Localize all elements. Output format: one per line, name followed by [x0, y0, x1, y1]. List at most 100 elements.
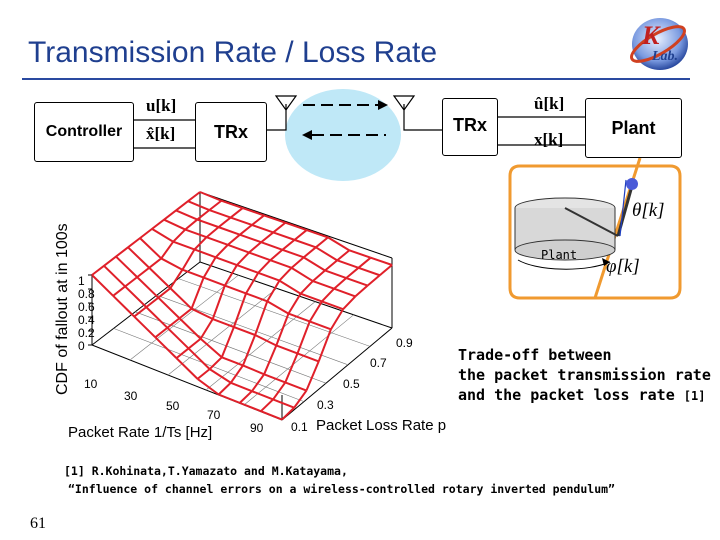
surface-mesh-segment [166, 317, 181, 329]
surface-mesh-segment [278, 267, 293, 282]
surface-mesh-segment [236, 251, 250, 266]
plant-block: Plant [585, 98, 682, 158]
surface-mesh-segment [285, 221, 307, 232]
surface-mesh-segment [324, 259, 338, 272]
surface-mesh-segment [136, 276, 160, 299]
x-tick: 90 [250, 421, 264, 435]
surface-mesh-segment [184, 228, 207, 239]
surface-mesh-segment [242, 364, 265, 376]
surface-mesh-segment [287, 293, 302, 315]
surface-mesh-segment [233, 326, 256, 336]
surface-mesh-segment [209, 368, 232, 384]
surface-mesh-segment [263, 214, 286, 224]
surface-mesh-segment [236, 264, 259, 274]
surface-mesh-segment [260, 410, 283, 421]
surface-mesh-segment [300, 292, 323, 303]
signal-xhat-label: x̂[k] [146, 124, 176, 143]
y-axis-label: Packet Loss Rate p [316, 417, 447, 434]
surface-mesh-segment [336, 259, 359, 269]
surface-mesh-segment [227, 243, 250, 254]
surface-mesh-segment [127, 246, 150, 269]
z-axis-label: CDF of fallout at in 100s [54, 223, 71, 395]
tradeoff-line-1: Trade-off between [458, 346, 612, 364]
surface-mesh-segment [112, 285, 126, 297]
surface-mesh-segment [303, 256, 326, 272]
surface-mesh-segment [260, 231, 274, 244]
surface-mesh-segment [103, 255, 117, 267]
surface-mesh-segment [221, 199, 243, 210]
surface-mesh-segment [154, 326, 169, 339]
surface-mesh-segment [309, 320, 332, 331]
reference-line-1: [1] R.Kohinata,T.Yamazato and M.Katayama… [64, 464, 348, 478]
surface-mesh-segment [284, 381, 307, 392]
x-tick: 50 [166, 399, 180, 413]
surface-mesh-segment [208, 209, 231, 219]
surface-mesh-segment [163, 209, 177, 221]
surface-mesh-segment [251, 224, 274, 234]
x-tick: 30 [124, 389, 138, 403]
surface-mesh-segment [160, 241, 175, 260]
surface-mesh-segment [202, 256, 217, 279]
surface-mesh-segment [187, 191, 201, 203]
surface-mesh-segment [349, 249, 371, 259]
surface-mesh-segment [175, 200, 189, 212]
surface-mesh-segment [275, 313, 290, 346]
surface-mesh-segment [223, 264, 238, 287]
y-tick: 0.9 [396, 336, 413, 350]
surface-mesh-segment [224, 284, 247, 295]
surface-mesh-segment [260, 398, 274, 412]
title-underline [22, 78, 690, 80]
surface-mesh-segment [296, 321, 311, 354]
surface-mesh-segment [293, 229, 308, 241]
surface-mesh-segment [124, 285, 147, 308]
surface-mesh-segment [139, 228, 153, 239]
surface-mesh-segment [245, 272, 260, 294]
surface-mesh-segment [345, 277, 368, 287]
surface-mesh-segment [272, 381, 287, 400]
surface-mesh-segment [324, 269, 347, 279]
surface-mesh-segment [193, 236, 208, 251]
surface-mesh-segment [145, 306, 169, 329]
surface-mesh-segment [239, 401, 262, 413]
surface-mesh-segment [196, 218, 219, 229]
x-tick: 10 [84, 377, 98, 391]
surface-mesh-segment [315, 246, 338, 262]
y-tick: 0.7 [370, 356, 387, 370]
x-axis-label: Packet Rate 1/Ts [Hz] [68, 424, 213, 441]
surface-mesh-segment [218, 393, 241, 404]
surface-mesh-segment [91, 274, 114, 297]
surface-mesh-segment [191, 307, 214, 320]
surface-mesh-segment [229, 364, 244, 384]
surface-mesh-segment [354, 284, 369, 298]
surface-mesh-segment [208, 356, 223, 370]
tradeoff-citation: [1] [683, 389, 706, 403]
controller-block: Controller [34, 102, 134, 162]
tradeoff-line-3: and the packet loss rate [458, 386, 675, 404]
surface-mesh-segment [196, 378, 220, 396]
surface-mesh-segment [269, 249, 284, 261]
surface-mesh-segment [358, 266, 381, 277]
surface-mesh-segment [263, 345, 278, 375]
trx-left-label: TRx [213, 121, 248, 142]
tradeoff-note: Trade-off between the packet transmissio… [458, 345, 711, 406]
surface-mesh-segment [230, 216, 253, 226]
surface-mesh-segment [175, 347, 190, 359]
surface-mesh-segment [242, 207, 265, 217]
surface-mesh-segment [297, 352, 320, 363]
surface-mesh-segment [184, 218, 198, 231]
surface-mesh-segment [208, 199, 222, 211]
surface-mesh-segment [291, 267, 314, 282]
surface-mesh-segment [342, 295, 357, 310]
y-tick: 0.5 [343, 377, 360, 391]
surface-mesh-segment [239, 233, 262, 244]
surface-mesh-segment [91, 264, 105, 276]
surface-mesh-segment [306, 229, 329, 239]
surface-mesh-segment [330, 308, 344, 330]
surface-mesh-segment [115, 246, 129, 258]
surface-mesh-segment [166, 327, 190, 350]
surface-mesh-segment [103, 265, 126, 288]
surface-mesh-segment [333, 287, 356, 298]
surface-mesh-segment [293, 389, 308, 409]
surface-mesh-segment [248, 241, 262, 254]
